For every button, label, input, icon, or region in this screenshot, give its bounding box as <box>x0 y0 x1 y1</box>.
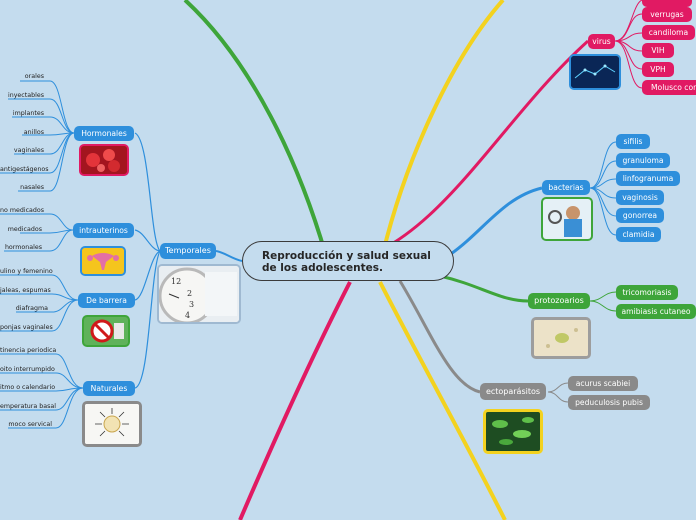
leaf-bacterias-4[interactable]: gonorrea <box>616 208 664 223</box>
leaf-ectoparasitos-1[interactable]: peduculosis pubis <box>568 395 650 410</box>
protozoa-image <box>531 317 591 359</box>
blood-cells-image <box>79 144 129 176</box>
leaf-bacterias-2[interactable]: linfogranuma <box>616 171 680 186</box>
network-icon <box>571 56 619 88</box>
sperm-egg-icon <box>85 404 139 444</box>
svg-text:4: 4 <box>185 311 190 320</box>
svg-text:2: 2 <box>187 289 192 298</box>
leaf-bacterias-1[interactable]: granuloma <box>616 153 670 168</box>
leaf-hormonales-3[interactable]: anillos <box>23 129 44 136</box>
leaf-naturales-0[interactable]: tinencia periodica <box>0 347 57 354</box>
leaf-virus-2[interactable]: VIH <box>642 43 674 58</box>
central-topic[interactable]: Reproducción y salud sexual de los adole… <box>242 241 454 281</box>
prohibition-icon <box>84 317 128 345</box>
node-ectoparasitos[interactable]: ectoparásitos <box>480 383 546 400</box>
leaf-virus-3[interactable]: VPH <box>642 62 674 77</box>
doctor-image <box>541 197 593 241</box>
leaf-protozoarios-0[interactable]: tricomoriasis <box>616 285 678 300</box>
doctor-icon <box>543 199 591 239</box>
leaf-hormonales-1[interactable]: inyectables <box>7 92 44 99</box>
leaf-virus-1[interactable]: candiloma <box>642 25 695 40</box>
sperm-egg-image <box>82 401 142 447</box>
node-intrauterinos[interactable]: intrauterinos <box>73 223 134 238</box>
leaf-hormonales-6[interactable]: nasales <box>20 184 44 191</box>
leaf-naturales-3[interactable]: emperatura basal <box>0 403 56 410</box>
leaf-bacterias-0[interactable]: sifilis <box>616 134 650 149</box>
leaf-intrauterinos-0[interactable]: no medicados <box>0 207 45 214</box>
leaf-barrera-1[interactable]: jaleas, espumas <box>0 287 51 294</box>
leaf-hormonales-0[interactable]: orales <box>24 73 44 80</box>
node-temporales[interactable]: Temporales <box>160 243 216 259</box>
svg-text:12: 12 <box>171 277 181 286</box>
svg-text:3: 3 <box>189 300 194 309</box>
leaf-bacterias-5[interactable]: clamidia <box>616 227 661 242</box>
clock-icon: 12 2 3 4 <box>159 266 239 322</box>
leaf-barrera-3[interactable]: ponjas vaginales <box>0 324 53 331</box>
leaf-virus-hidden[interactable] <box>642 0 692 7</box>
central-topic-label: Reproducción y salud sexual de los adole… <box>262 250 431 274</box>
leaf-bacterias-3[interactable]: vaginosis <box>616 190 664 205</box>
leaf-ectoparasitos-0[interactable]: acurus scabiei <box>568 376 638 391</box>
leaf-naturales-4[interactable]: moco servical <box>8 421 52 428</box>
virus-image <box>569 54 621 90</box>
uterus-image <box>80 246 126 276</box>
leaf-intrauterinos-2[interactable]: hormonales <box>4 244 42 251</box>
leaf-barrera-0[interactable]: ulino y femenino <box>0 268 53 275</box>
protozoa-icon <box>534 320 588 356</box>
leaf-virus-4[interactable]: Molusco cont <box>642 80 696 95</box>
leaf-virus-0[interactable]: verrugas <box>642 7 692 22</box>
node-naturales[interactable]: Naturales <box>83 381 135 396</box>
parasite-image <box>483 409 543 454</box>
node-virus[interactable]: virus <box>588 34 615 49</box>
condom-image <box>82 315 130 347</box>
leaf-barrera-2[interactable]: diafragma <box>15 305 48 312</box>
leaf-hormonales-2[interactable]: implantes <box>12 110 44 117</box>
node-bacterias[interactable]: bacterias <box>542 180 590 195</box>
blood-cells-icon <box>81 146 127 174</box>
clock-image: 12 2 3 4 <box>157 264 241 324</box>
leaf-hormonales-4[interactable]: vaginales <box>13 147 44 154</box>
node-protozoarios[interactable]: protozoarios <box>528 293 590 309</box>
leaf-intrauterinos-1[interactable]: medicados <box>7 226 42 233</box>
leaf-naturales-1[interactable]: oito interrumpido <box>0 366 55 373</box>
leaf-naturales-2[interactable]: itmo o calendario <box>0 384 56 391</box>
uterus-icon <box>82 248 124 274</box>
leaf-protozoarios-1[interactable]: amibiasis cutaneo <box>616 304 696 319</box>
parasite-icon <box>486 412 540 451</box>
leaf-hormonales-5[interactable]: antigestágenos <box>0 166 49 173</box>
node-hormonales[interactable]: Hormonales <box>74 126 134 141</box>
node-de-barrera[interactable]: De barrera <box>78 293 135 308</box>
